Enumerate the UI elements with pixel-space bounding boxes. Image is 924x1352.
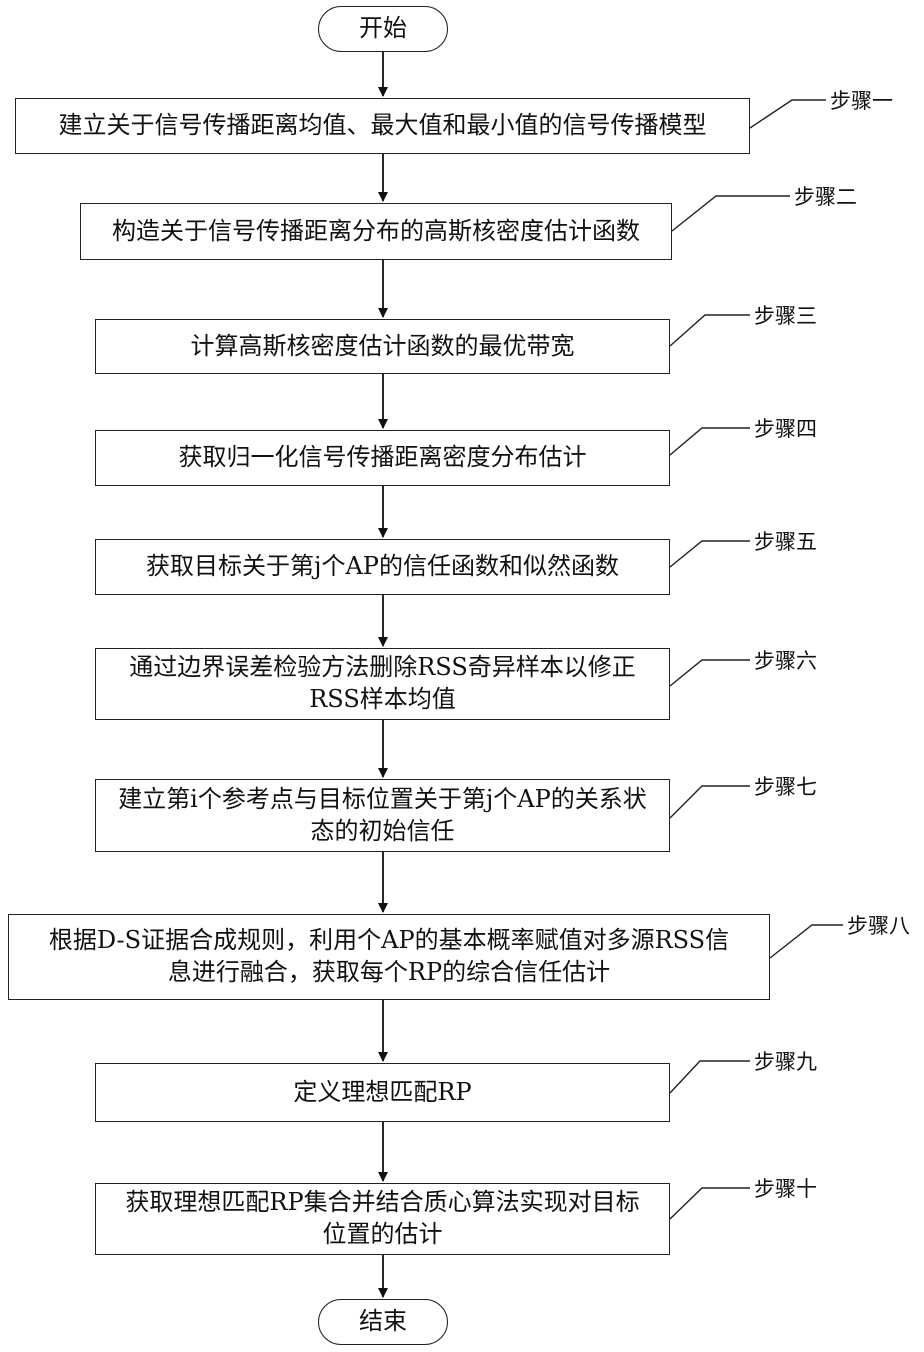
step-4-text: 获取归一化信号传播距离密度分布估计 [179,442,587,474]
step-9-box: 定义理想匹配RP [95,1063,670,1122]
step-6-box: 通过边界误差检验方法删除RSS奇异样本以修正 RSS样本均值 [95,648,670,720]
step-1-label: 步骤一 [826,89,897,114]
step-10-label: 步骤十 [750,1177,821,1202]
step-5-box: 获取目标关于第j个AP的信任函数和似然函数 [95,539,670,595]
step-6-text: 通过边界误差检验方法删除RSS奇异样本以修正 RSS样本均值 [129,652,636,715]
step-3-label: 步骤三 [750,304,821,329]
step-7-label: 步骤七 [750,775,821,800]
leader-step4 [670,428,752,455]
leader-step9 [670,1061,752,1093]
step-2-box: 构造关于信号传播距离分布的高斯核密度估计函数 [80,203,672,260]
step-4-box: 获取归一化信号传播距离密度分布估计 [95,430,670,486]
step-9-label: 步骤九 [750,1050,821,1075]
end-terminal: 结束 [318,1299,448,1345]
step-7-box: 建立第i个参考点与目标位置关于第j个AP的关系状 态的初始信任 [95,779,670,852]
step-1-text: 建立关于信号传播距离均值、最大值和最小值的信号传播模型 [59,110,707,142]
step-10-box: 获取理想匹配RP集合并结合质心算法实现对目标 位置的估计 [95,1183,670,1255]
step-3-text: 计算高斯核密度估计函数的最优带宽 [191,331,575,363]
step-5-text: 获取目标关于第j个AP的信任函数和似然函数 [146,551,619,583]
leader-step8 [770,925,845,958]
step-6-label: 步骤六 [750,649,821,674]
step-9-text: 定义理想匹配RP [293,1077,471,1109]
start-terminal: 开始 [318,6,448,52]
leader-step10 [670,1188,752,1219]
step-7-text: 建立第i个参考点与目标位置关于第j个AP的关系状 态的初始信任 [118,784,647,847]
step-1-box: 建立关于信号传播距离均值、最大值和最小值的信号传播模型 [15,98,750,154]
step-3-box: 计算高斯核密度估计函数的最优带宽 [95,319,670,374]
step-8-box: 根据D-S证据合成规则，利用个AP的基本概率赋值对多源RSS信 息进行融合，获取… [8,914,770,1000]
step-2-label: 步骤二 [790,185,861,210]
step-10-text: 获取理想匹配RP集合并结合质心算法实现对目标 位置的估计 [125,1187,639,1250]
leader-step2 [672,196,790,231]
leader-step7 [670,786,752,818]
step-2-text: 构造关于信号传播距离分布的高斯核密度估计函数 [112,216,640,248]
step-8-label: 步骤八 [843,914,914,939]
leader-step3 [670,315,752,346]
step-4-label: 步骤四 [750,417,821,442]
leader-step6 [670,660,752,686]
leader-step5 [670,541,752,567]
step-8-text: 根据D-S证据合成规则，利用个AP的基本概率赋值对多源RSS信 息进行融合，获取… [49,925,729,988]
step-5-label: 步骤五 [750,530,821,555]
start-label: 开始 [359,13,407,45]
end-label: 结束 [359,1306,407,1338]
leader-step1 [750,100,828,128]
